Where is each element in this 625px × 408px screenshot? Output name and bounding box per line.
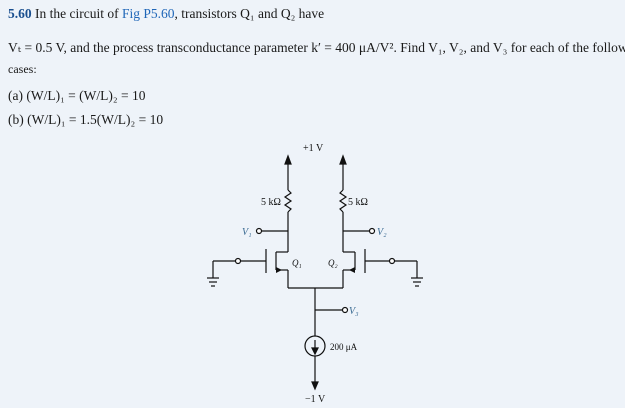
- resistor-right-label: 5 kΩ: [348, 197, 368, 208]
- supply-positive-label: +1 V: [303, 143, 324, 154]
- problem-intro: In the circuit of: [35, 6, 119, 21]
- problem-params-cont: cases:: [8, 62, 37, 76]
- resistor-left-label: 5 kΩ: [261, 197, 281, 208]
- problem-intro-post: , transistors Q₁ and Q₂ have: [174, 6, 325, 21]
- node-v1-label: V₁: [242, 227, 252, 238]
- figure-link[interactable]: Fig P5.60: [121, 6, 175, 21]
- transistor-q2-label: Q₂: [328, 258, 338, 268]
- current-source-label: 200 μA: [330, 342, 358, 352]
- problem-params: Vₜ = 0.5 V, and the process transconduct…: [8, 40, 625, 55]
- node-v3-label: V₃: [349, 306, 359, 317]
- supply-negative-label: −1 V: [305, 394, 326, 405]
- case-b: (b) (W/L)₁ = 1.5(W/L)₂ = 10: [8, 112, 164, 127]
- node-v2-label: V₂: [377, 227, 387, 238]
- problem-number: 5.60: [8, 6, 32, 21]
- transistor-q1-label: Q₁: [292, 258, 302, 268]
- case-a: (a) (W/L)₁ = (W/L)₂ = 10: [8, 88, 146, 103]
- problem-header: 5.60 In the circuit of Fig P5.60, transi…: [8, 6, 324, 22]
